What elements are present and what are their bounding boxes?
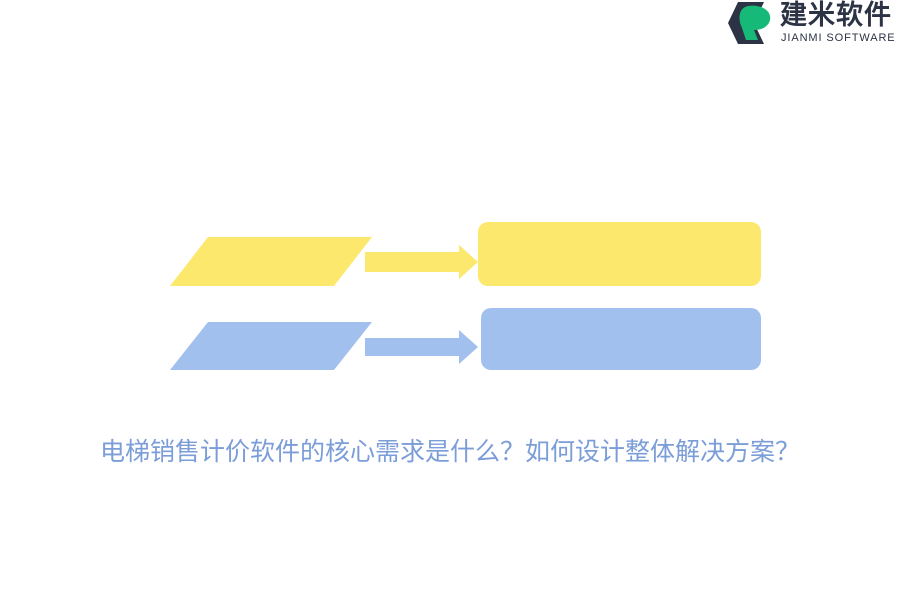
logo-name-cn: 建米软件 xyxy=(780,0,892,31)
row1-arrow-icon xyxy=(365,245,478,279)
brand-logo: 建米软件 JIANMI SOFTWARE xyxy=(724,0,900,48)
row1-box xyxy=(478,222,761,286)
logo-name-en: JIANMI SOFTWARE xyxy=(781,32,896,44)
row1-parallelogram xyxy=(170,237,372,286)
diagram-caption: 电梯销售计价软件的核心需求是什么？如何设计整体解决方案？ xyxy=(99,437,800,466)
row2-arrow-icon xyxy=(365,330,478,364)
logo-mark-icon xyxy=(728,2,771,44)
row2-parallelogram xyxy=(170,322,372,370)
row2-box xyxy=(481,308,761,370)
